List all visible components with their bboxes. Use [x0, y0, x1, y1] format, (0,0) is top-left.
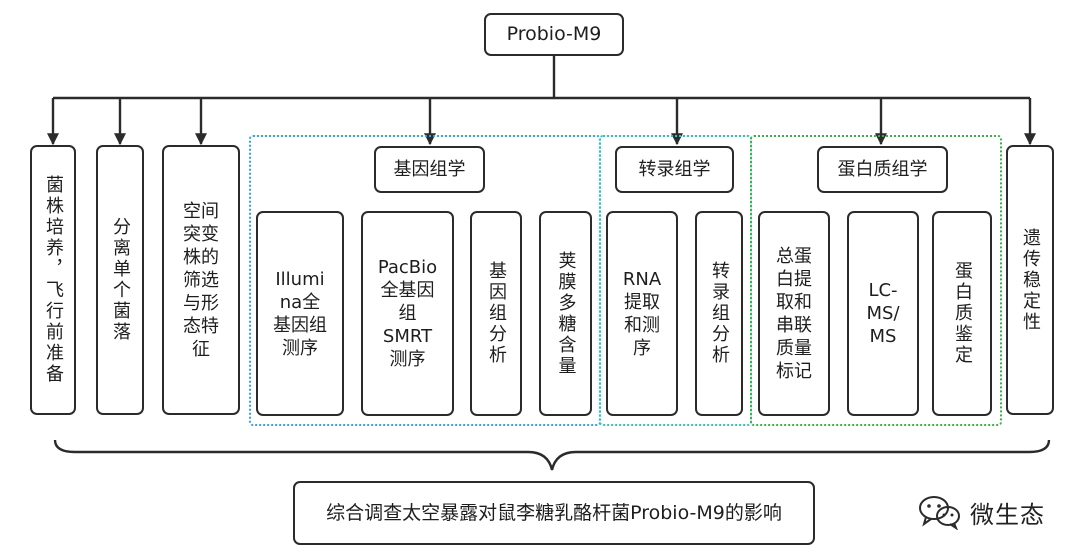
group-proteomics-title-label: 蛋白质组学 — [837, 159, 928, 180]
transcriptomics-item-1: RNA 提取 和测 序 — [606, 211, 678, 416]
conclusion-label: 综合调查太空暴露对鼠李糖乳酪杆菌Probio-M9的影响 — [326, 501, 782, 524]
step-label-4: 遗传稳定性 — [1020, 227, 1041, 333]
root-label: Probio-M9 — [506, 23, 602, 45]
genomics-item-4-label: 荚膜多糖含量 — [555, 250, 577, 377]
genomics-item-2-label: PacBio 全基因 组 SMRT 测序 — [377, 257, 438, 370]
step-label-2: 分离单个菌落 — [110, 217, 131, 343]
genomics-item-1: Illumi na全 基因组 测序 — [256, 211, 344, 416]
conclusion-node: 综合调查太空暴露对鼠李糖乳酪杆菌Probio-M9的影响 — [293, 481, 815, 545]
watermark-text: 微生态 — [970, 500, 1045, 529]
genomics-item-1-label: Illumi na全 基因组 测序 — [273, 268, 327, 359]
step-node-4: 遗传稳定性 — [1006, 145, 1054, 415]
genomics-item-2: PacBio 全基因 组 SMRT 测序 — [361, 211, 454, 416]
root-node: Probio-M9 — [484, 13, 624, 56]
step-label-1: 菌株培养，飞行前准备 — [43, 175, 64, 385]
step-node-1: 菌株培养，飞行前准备 — [30, 145, 76, 415]
group-transcriptomics-title-label: 转录组学 — [638, 159, 711, 180]
step-node-3: 空间 突变 株的 筛选 与形 态特 征 — [162, 145, 240, 415]
group-genomics-title-label: 基因组学 — [393, 159, 466, 180]
group-transcriptomics-title: 转录组学 — [615, 146, 734, 193]
group-proteomics-title: 蛋白质组学 — [817, 146, 948, 193]
step-label-3: 空间 突变 株的 筛选 与形 态特 征 — [183, 200, 219, 360]
genomics-item-3: 基因组分析 — [470, 211, 522, 416]
proteomics-item-2-label: LC- MS/ MS — [866, 280, 900, 347]
group-proteomics-frame — [750, 135, 1002, 426]
proteomics-item-2: LC- MS/ MS — [847, 211, 919, 416]
genomics-item-3-label: 基因组分析 — [486, 261, 507, 366]
watermark: 微生态 — [918, 494, 1045, 530]
summary-brace — [53, 439, 1051, 471]
proteomics-item-3: 蛋白质鉴定 — [932, 211, 992, 416]
proteomics-item-3-label: 蛋白质鉴定 — [952, 261, 973, 366]
proteomics-item-1: 总蛋 白提 取和 串联 质量 标记 — [758, 211, 830, 416]
transcriptomics-item-1-label: RNA 提取 和测 序 — [622, 268, 662, 359]
group-genomics-title: 基因组学 — [374, 146, 485, 193]
transcriptomics-item-2: 转录组分析 — [695, 211, 743, 416]
step-node-2: 分离单个菌落 — [96, 145, 144, 415]
transcriptomics-item-2-label: 转录组分析 — [709, 261, 730, 366]
proteomics-item-1-label: 总蛋 白提 取和 串联 质量 标记 — [776, 245, 812, 382]
genomics-item-4: 荚膜多糖含量 — [539, 211, 592, 416]
wechat-icon — [919, 496, 960, 530]
